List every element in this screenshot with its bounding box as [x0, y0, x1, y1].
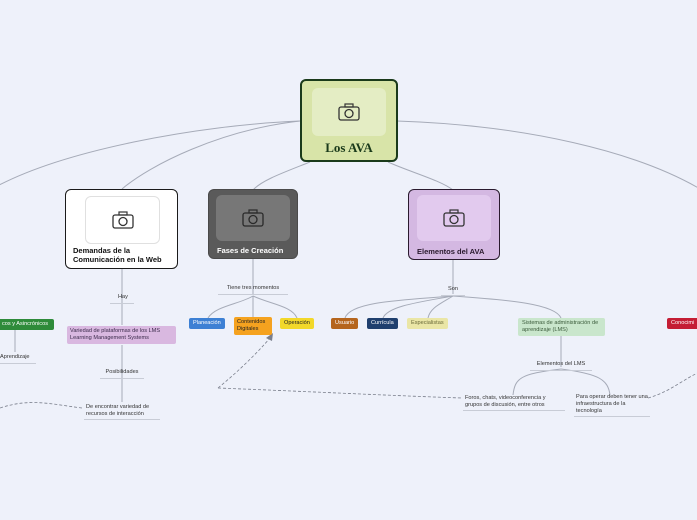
- variedad-node[interactable]: Variedad de plataformas de los LMS Learn…: [67, 326, 176, 344]
- aprendizaje-text: Aprendizaje: [0, 354, 30, 360]
- dashed-link-infra: [647, 372, 697, 399]
- posibilidades-connector: Posibilidades: [105, 369, 139, 375]
- elementos-lms-connector: Elementos del LMS: [536, 361, 586, 367]
- dashed-link-foros: [217, 387, 463, 399]
- line-root-fases: [252, 161, 311, 191]
- dashed-link-contenidos: [217, 337, 271, 389]
- camera-icon: [443, 209, 465, 227]
- camera-icon: [111, 211, 134, 229]
- elementos-node[interactable]: Elementos del AVA: [408, 189, 500, 260]
- planeacion-chip[interactable]: Planeación: [189, 318, 225, 329]
- conocimiento-chip[interactable]: Conocimi: [667, 318, 697, 329]
- line-root-right: [396, 120, 697, 188]
- sistemas-chip[interactable]: Sistemas de administración de aprendizaj…: [518, 318, 605, 336]
- curricula-chip[interactable]: Currícula: [367, 318, 398, 329]
- root-node[interactable]: Los AVA: [300, 79, 398, 162]
- infra-node[interactable]: Para operar deben tener una infraestruct…: [576, 394, 648, 414]
- demandas-title: Demandas de la Comunicación en la Web: [73, 246, 162, 264]
- line-root-left: [0, 120, 301, 186]
- camera-icon: [338, 103, 360, 121]
- fases-node[interactable]: Fases de Creación: [208, 189, 298, 259]
- recursos-node[interactable]: De encontrar variedad de recursos de int…: [86, 404, 150, 417]
- dashed-arrow-head: [266, 333, 273, 341]
- asincronicos-chip[interactable]: cos y Asincrónicos: [0, 319, 54, 330]
- elementos-image: [417, 195, 491, 241]
- fases-image: [216, 195, 290, 241]
- usuario-chip[interactable]: Usuario: [331, 318, 359, 329]
- elementos-title: Elementos del AVA: [417, 247, 485, 256]
- tiene-tres-momentos-connector: Tiene tres momentos: [226, 285, 280, 291]
- son-connector: Son: [448, 286, 458, 292]
- operacion-chip[interactable]: Operación: [280, 318, 314, 329]
- camera-icon: [242, 209, 264, 227]
- especialistas-chip[interactable]: Especialistas: [407, 318, 448, 329]
- fases-title: Fases de Creación: [217, 246, 284, 255]
- dashed-link-recursos: [0, 402, 83, 409]
- line-root-elementos: [387, 161, 454, 191]
- foros-node[interactable]: Foros, chats, videoconferencia y grupos …: [465, 395, 546, 408]
- line-root-demandas: [121, 120, 301, 190]
- contenidos-chip[interactable]: Contenidos Digitales: [234, 317, 272, 335]
- demandas-image: [85, 196, 160, 244]
- root-title: Los AVA: [325, 140, 373, 155]
- hay-connector: Hay: [118, 294, 128, 300]
- root-image: [312, 88, 386, 136]
- demandas-node[interactable]: Demandas de la Comunicación en la Web: [65, 189, 178, 269]
